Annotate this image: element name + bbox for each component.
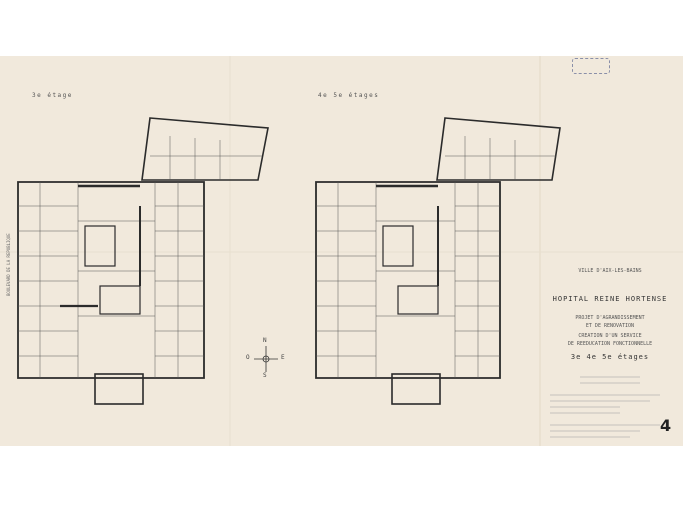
- left-plan-title: 3e étage: [32, 92, 73, 99]
- title-line-7: 3e 4e 5e étages: [570, 353, 650, 361]
- title-line-5: CREATION D'UN SERVICE: [578, 333, 642, 339]
- title-line-2: HOPITAL REINE HORTENSE: [552, 295, 668, 303]
- blueprint-sheet: 3e étage 4e 5e étages N S E O BOULEVARD …: [0, 56, 683, 446]
- right-lift-core: [397, 285, 439, 315]
- left-entrance-porch: [94, 373, 144, 405]
- compass-east-label: E: [281, 354, 285, 361]
- compass-south-label: S: [263, 372, 267, 379]
- title-line-3: PROJET D'AGRANDISSEMENT: [575, 315, 645, 321]
- title-line-4: ET DE RENOVATION: [585, 323, 635, 329]
- left-wing-annex: [141, 117, 269, 181]
- left-floor-plan: [17, 117, 269, 405]
- archive-stamp: [572, 58, 610, 74]
- left-stair-core: [84, 225, 116, 267]
- right-plan-title: 4e 5e étages: [318, 92, 380, 99]
- left-main-block: [17, 181, 205, 379]
- facade-label: BOULEVARD DE LA REPUBLIQUE: [6, 233, 11, 296]
- title-line-6: DE REEDUCATION FONCTIONNELLE: [567, 341, 653, 347]
- right-floor-plan: [315, 117, 561, 405]
- floor-plans-drawing: [0, 56, 683, 446]
- left-lift-core: [99, 285, 141, 315]
- right-entrance-porch: [391, 373, 441, 405]
- title-block-fine-print: [550, 376, 660, 438]
- right-main-block: [315, 181, 501, 379]
- right-wing-annex: [436, 117, 561, 181]
- title-block: VILLE D'AIX-LES-BAINS HOPITAL REINE HORT…: [540, 261, 683, 446]
- compass-north-label: N: [263, 337, 267, 344]
- compass-rose: [254, 346, 278, 372]
- sheet-number: 4: [660, 416, 672, 435]
- right-stair-core: [382, 225, 414, 267]
- title-line-1: VILLE D'AIX-LES-BAINS: [578, 268, 642, 274]
- compass-west-label: O: [246, 354, 250, 361]
